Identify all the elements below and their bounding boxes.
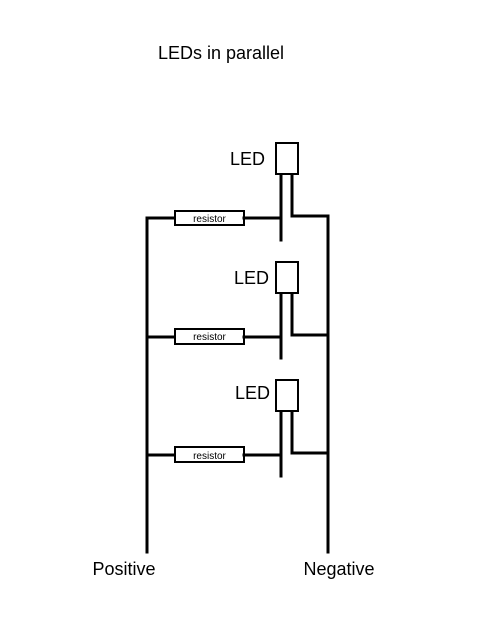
positive-terminal-label: Positive [92,559,155,579]
resistor-label: resistor [193,214,226,225]
led-label: LED [235,383,270,403]
led [275,261,299,294]
negative-terminal-label: Negative [303,559,374,579]
led-label: LED [234,268,269,288]
diagram-title: LEDs in parallel [158,43,284,63]
branch-2: resistor LED [145,261,330,360]
led [275,142,299,175]
led-label: LED [230,149,265,169]
resistor-label: resistor [193,451,226,462]
branch-3: resistor LED [145,379,330,478]
led [275,379,299,412]
branch-1: resistor LED [145,142,330,242]
resistor-label: resistor [193,332,226,343]
